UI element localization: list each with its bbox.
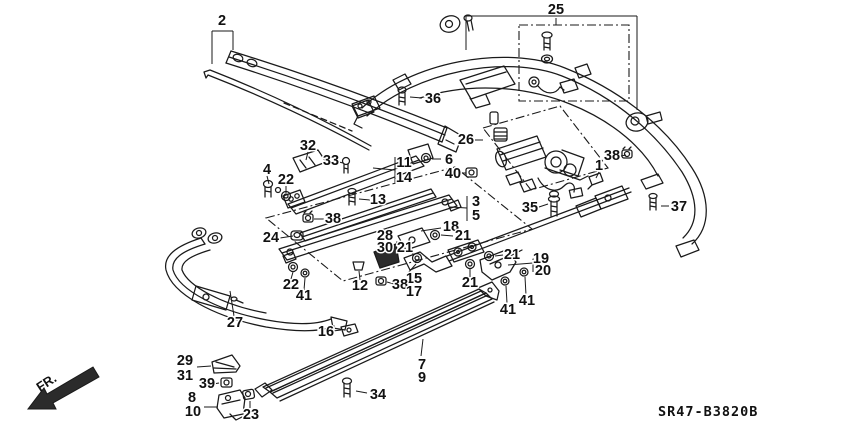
part-nut-38a [302,210,314,223]
part-nut-23 [242,388,256,401]
cable-latch [479,249,523,281]
part-deflector-29-31 [211,354,241,374]
part-label-9-48: 9 [418,370,426,386]
part-nut-38c [621,146,633,159]
part-label-21-19: 21 [455,228,471,244]
part-bracket-8-10 [216,389,246,421]
part-label-41-33: 41 [500,302,516,318]
part-label-32-4: 32 [300,138,316,154]
roof-clip-left [439,14,474,33]
part-label-21-22: 21 [397,240,413,256]
part-label-38-16: 38 [325,211,341,227]
roof-clip-right [625,111,663,132]
part-nut-21c [483,250,495,262]
drain-channel [254,281,500,402]
part-clip-1 [587,172,604,190]
part-label-4-6: 4 [263,162,271,178]
part-label-23-45: 23 [243,407,259,423]
part-label-16-36: 16 [318,324,334,340]
part-label-22-7: 22 [278,172,294,188]
roof-side-rail [203,50,463,153]
part-label-13-12: 13 [370,192,386,208]
part-nut-41a [300,268,310,278]
part-label-25-1: 25 [548,2,564,18]
part-label-12-29: 12 [352,278,368,294]
part-label-6-10: 6 [445,152,453,168]
part-label-19-24: 19 [533,251,549,267]
part-nut-40 [465,167,478,178]
part-label-35-15: 35 [522,200,538,216]
part-label-41-34: 41 [519,293,535,309]
drain-tube-assembly [351,56,707,258]
guide-rail-lh [282,143,434,215]
part-nut-21a [429,229,441,241]
part-label-26-3: 26 [458,132,474,148]
part-bolt-34 [341,377,353,398]
part-label-38-37: 38 [604,148,620,164]
part-label-14-9: 14 [396,170,412,186]
part-label-3-13: 3 [472,194,480,210]
part-label-11-8: 11 [396,155,411,171]
part-label-41-31: 41 [296,288,312,304]
part-label-39-42: 39 [199,376,215,392]
part-label-10-44: 10 [185,404,201,420]
part-bolt-37 [648,192,658,211]
part-label-7-47: 7 [418,357,426,373]
front-seal [164,227,348,332]
part-nut-21d [464,258,476,270]
part-nut-38b [375,276,387,286]
part-screw-36 [397,86,407,106]
part-label-21-32: 21 [462,275,478,291]
part-nut-41b [500,276,510,286]
part-label-34-46: 34 [370,387,386,403]
motor-assembly-box [482,105,609,199]
part-label-21-23: 21 [504,247,520,263]
part-label-8-43: 8 [188,390,196,406]
guide-rail-box [264,166,534,282]
part-nut-39 [220,377,233,388]
part-washer-21b [411,252,423,264]
part-bolt-33 [341,156,351,174]
part-label-40-11: 40 [445,166,461,182]
part-label-5-14: 5 [472,208,480,224]
part-label-2-0: 2 [218,13,226,29]
part-washer-22b [287,261,299,273]
part-grommet-24 [290,230,304,241]
fr-arrow-icon [26,366,100,410]
part-bolt-35 [547,190,561,217]
diagram-code: SR47-B3820B [658,404,758,420]
part-label-33-5: 33 [323,153,339,169]
part-label-17-28: 17 [406,284,422,300]
leader-lines [196,15,669,408]
part-label-28-20: 28 [377,228,393,244]
part-clip-16 [340,323,359,337]
part-nut-6 [420,152,432,164]
part-label-37-39: 37 [671,199,687,215]
part-label-1-38: 1 [595,158,603,174]
part-label-30-21: 30 [377,240,393,256]
part-label-24-17: 24 [263,230,279,246]
part-label-36-2: 36 [425,91,441,107]
part-label-27-35: 27 [227,315,243,331]
part-label-22-30: 22 [283,277,299,293]
part-label-31-41: 31 [177,368,193,384]
part-bolt-13 [347,187,357,206]
part-bracket-32 [292,149,327,173]
part-label-20-25: 20 [535,263,551,279]
part-nut-41c [519,267,529,277]
fr-direction-indicator: FR. [26,366,100,410]
part-label-38-27: 38 [392,277,408,293]
part-clip-12 [352,261,365,271]
drive-cable [446,185,632,262]
part-label-15-26: 15 [406,271,422,287]
part-label-18-18: 18 [443,219,459,235]
part-label-29-40: 29 [177,353,193,369]
switch-kit-box [518,24,630,102]
